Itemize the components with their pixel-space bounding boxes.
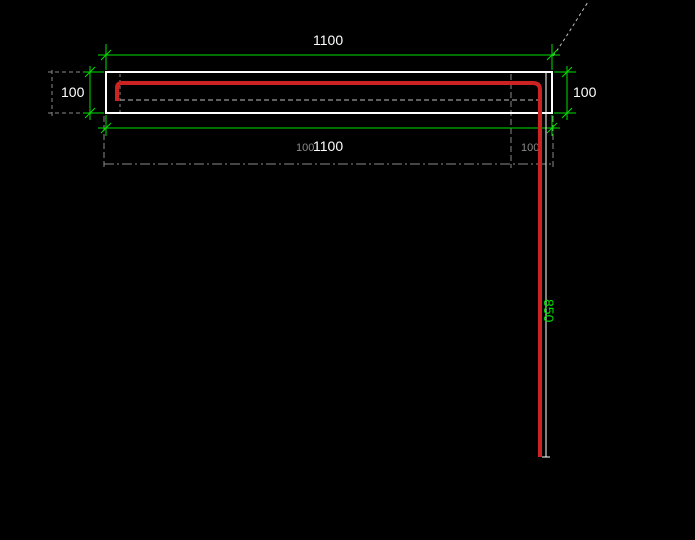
- ghost-dim-text-right: 100: [521, 142, 539, 154]
- right-dimension-text: 100: [573, 84, 597, 100]
- ghost-dimension-chain: [103, 74, 554, 168]
- construction-arc: [552, 1, 589, 57]
- rebar-shape: [115, 81, 542, 457]
- beam-outline: [105, 71, 553, 114]
- vertical-length-text: 850: [541, 299, 557, 323]
- bottom-tick-left: [100, 122, 112, 134]
- dimension-lines: [84, 44, 576, 136]
- top-dimension-text: 1100: [313, 32, 343, 48]
- ghost-dim-text-left: 100: [296, 142, 314, 154]
- right-tick-top: [561, 66, 573, 78]
- bottom-tick-right: [546, 122, 558, 134]
- left-dimension-text: 100: [61, 84, 85, 100]
- left-tick-bottom: [84, 107, 96, 119]
- top-tick-left: [100, 49, 112, 61]
- left-tick-top: [84, 66, 96, 78]
- right-tick-bottom: [561, 107, 573, 119]
- bottom-dimension-text: 1100: [313, 138, 343, 154]
- top-tick-right: [546, 49, 558, 61]
- left-helper-lines: [48, 70, 104, 116]
